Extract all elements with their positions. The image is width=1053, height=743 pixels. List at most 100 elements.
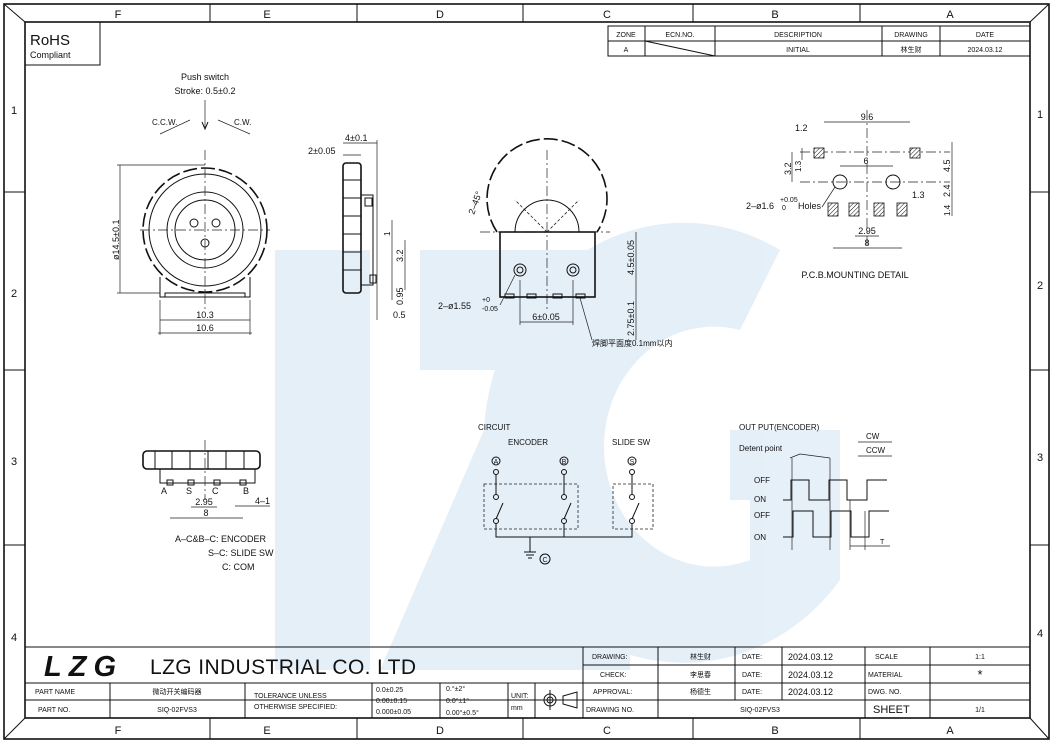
zone-col-e-bottom: E: [263, 725, 270, 737]
drawing-no-value: SIQ-02FVS3: [740, 707, 780, 714]
pin-c-label: C: [212, 486, 219, 496]
holes-dim: 2–ø1.55: [438, 301, 471, 311]
tol-linear-1: 0.0±0.25: [376, 687, 403, 694]
tol-angle-3: 0.00°±0.5°: [446, 709, 479, 717]
height-275-dim: 2.75±0.1: [626, 301, 636, 336]
company-logo: LZG: [44, 650, 120, 683]
tol-angle-1: 0.°±2°: [446, 685, 465, 693]
drawing-by: 林生财: [690, 652, 711, 661]
drawing-label: DRAWING:: [592, 654, 628, 661]
level-off-1: OFF: [754, 476, 770, 485]
flatness-note: 焊脚平面度0.1mm以内: [592, 338, 672, 348]
approval-label: APPROVAL:: [593, 689, 632, 696]
zone-row-2: 2: [11, 288, 17, 300]
unit-label: UNIT:: [511, 693, 529, 700]
period-t-label: T: [880, 539, 885, 546]
unit-value: mm: [511, 705, 523, 712]
angle-dim: 2–45°: [466, 190, 484, 216]
stroke-label: Stroke: 0.5±0.2: [175, 86, 236, 96]
side-dim-4: 4±0.1: [345, 133, 367, 143]
sheet-label: SHEET: [873, 704, 910, 716]
bottom-dim-8: 8: [203, 508, 208, 518]
date-label-1: DATE:: [742, 654, 762, 661]
drawing-no-label: DRAWING NO.: [586, 707, 634, 714]
part-no-label: PART NO.: [38, 707, 70, 714]
holes-tol-down: -0.05: [482, 306, 498, 313]
revision-table: ZONE ECN.NO. DESCRIPTION DRAWING DATE A …: [607, 25, 1031, 57]
pcb-dim-14: 1.4: [943, 204, 952, 216]
check-by: 李思春: [690, 670, 711, 679]
pcb-dim-13a: 1.3: [794, 160, 803, 172]
rev-header-description: DESCRIPTION: [774, 32, 822, 39]
date-label-2: DATE:: [742, 672, 762, 679]
pcb-mounting-detail: 9.6 1.2 6 3.2 1.3 4.5 2.4 1.4 1.3 2.95 8…: [746, 110, 953, 280]
bottom-view: A S C B 2.95 8 4–1 A–C&B–C: ENCODER S–C:…: [142, 440, 274, 572]
zone-col-f-bottom: F: [115, 725, 122, 737]
zone-row-4-right: 4: [1037, 628, 1043, 640]
sheet-value: 1/1: [975, 707, 985, 714]
terminal-c: C: [542, 557, 547, 564]
pcb-holes-dim: 2–ø1.6: [746, 201, 774, 211]
check-label: CHECK:: [600, 672, 627, 679]
pcb-dim-24: 2.4: [942, 184, 952, 197]
zone-col-a-bottom: A: [946, 725, 954, 737]
push-switch-label: Push switch: [181, 72, 229, 82]
zone-col-a: A: [946, 9, 954, 21]
zone-col-c: C: [603, 9, 611, 21]
watermark-logo: [275, 222, 840, 670]
logo-text: LZG: [44, 651, 116, 683]
pcb-holes-tol-down: 0: [782, 205, 786, 212]
cw-label: C.W.: [234, 118, 251, 127]
pcb-dim-45: 4.5: [942, 159, 952, 172]
bottom-dim-41: 4–1: [255, 496, 270, 506]
rohs-badge: RoHS Compliant: [24, 21, 101, 66]
part-no-value: SIQ-02FVS3: [157, 707, 197, 714]
holes-tol-up: +0: [482, 297, 490, 304]
tol-angle-2: 0.0°±1°: [446, 697, 469, 705]
pcb-dim-8: 8: [864, 238, 869, 248]
pcb-dim-12: 1.2: [795, 123, 808, 133]
scale-label: SCALE: [875, 654, 898, 661]
terminal-b: B: [562, 459, 567, 466]
detent-label: Detent point: [739, 444, 783, 453]
pcb-dim-13b: 1.3: [912, 190, 925, 200]
zone-row-3: 3: [11, 456, 17, 468]
rev-header-zone: ZONE: [616, 32, 636, 39]
side-dim-1: 1: [383, 231, 392, 236]
zone-col-d-bottom: D: [436, 725, 444, 737]
pin-a-label: A: [161, 486, 167, 496]
pitch-dim: 6±0.05: [532, 312, 559, 322]
part-name-value: 微动开关编码器: [153, 687, 202, 696]
zone-row-1-right: 1: [1037, 109, 1043, 121]
material-label: MATERIAL: [868, 672, 903, 679]
tolerance-line2: OTHERWISE SPECIFIED:: [254, 704, 337, 711]
circuit-diagram: CIRCUIT ENCODER SLIDE SW A B S C: [478, 423, 654, 565]
zone-row-2-right: 2: [1037, 280, 1043, 292]
pcb-holes-suffix: Holes: [798, 201, 822, 211]
zone-row-4: 4: [11, 632, 17, 644]
drawing-frame: [3, 3, 1050, 740]
pcb-dim-295: 2.95: [858, 226, 876, 236]
zone-col-b-bottom: B: [771, 725, 778, 737]
legend-com: C: COM: [222, 562, 255, 572]
tol-linear-2: 0.00±0.15: [376, 698, 407, 705]
date-1: 2024.03.12: [788, 652, 833, 662]
pcb-title: P.C.B.MOUNTING DETAIL: [801, 270, 908, 280]
bottom-dim-295: 2.95: [195, 497, 213, 507]
date-2: 2024.03.12: [788, 670, 833, 680]
rohs-subtitle: Compliant: [30, 50, 71, 60]
rev-header-drawing: DRAWING: [894, 32, 928, 39]
zone-labels: F E D C B A F E D C B A 1 2 3 4 1 2 3 4: [11, 9, 1043, 737]
zone-col-b: B: [771, 9, 778, 21]
zone-row-1: 1: [11, 105, 17, 117]
side-dim-2: 2±0.05: [308, 146, 335, 156]
zone-row-3-right: 3: [1037, 452, 1043, 464]
pin-s-label: S: [186, 486, 192, 496]
ccw-label: C.C.W.: [152, 118, 177, 127]
pin-b-label: B: [243, 486, 249, 496]
pcb-dim-96: 9.6: [861, 112, 874, 122]
front-view: Push switch Stroke: 0.5±0.2 C.C.W. C.W. …: [111, 72, 270, 335]
zone-col-d: D: [436, 9, 444, 21]
rev-header-ecn: ECN.NO.: [665, 32, 694, 39]
approval-by: 杨德生: [690, 687, 711, 696]
